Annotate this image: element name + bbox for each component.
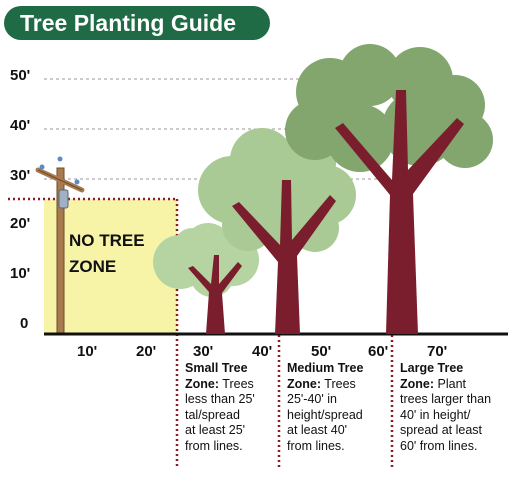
distance-label-70: 70' bbox=[427, 343, 447, 360]
height-label-40: 40' bbox=[10, 117, 30, 134]
large-zone-line-4: 40' in height/ bbox=[400, 407, 471, 422]
height-label-50: 50' bbox=[10, 67, 30, 84]
distance-label-60: 60' bbox=[368, 343, 388, 360]
medium-tree-zone-description: Medium Tree Zone: Trees 25'-40' in heigh… bbox=[287, 361, 387, 454]
utility-pole-icon bbox=[35, 156, 85, 335]
large-zone-line-5: spread at least bbox=[400, 423, 482, 437]
large-zone-line-1: Large Tree bbox=[400, 361, 464, 375]
small-zone-line-1: Small Tree bbox=[185, 361, 248, 375]
large-zone-line-2: Zone: Plant bbox=[400, 376, 466, 391]
distance-label-20: 20' bbox=[136, 343, 156, 360]
medium-zone-line-6: from lines. bbox=[287, 438, 345, 453]
large-tree-icon bbox=[285, 44, 493, 334]
medium-zone-line-5: at least 40' bbox=[287, 423, 348, 437]
small-zone-line-5: at least 25' bbox=[185, 423, 246, 437]
small-zone-line-4: tal/spread bbox=[185, 407, 240, 422]
height-label-30: 30' bbox=[10, 167, 30, 184]
large-tree-zone-description: Large Tree Zone: Plant trees larger than… bbox=[400, 361, 510, 454]
large-zone-line-3: trees larger than bbox=[400, 392, 492, 406]
distance-label-10: 10' bbox=[77, 343, 97, 360]
guide-title: Tree Planting Guide bbox=[4, 6, 270, 40]
medium-zone-line-2: Zone: Trees bbox=[287, 376, 356, 391]
height-label-10: 10' bbox=[10, 265, 30, 282]
medium-zone-line-4: height/spread bbox=[287, 407, 363, 422]
height-label-0: 0 bbox=[20, 315, 28, 332]
height-label-20: 20' bbox=[10, 215, 30, 232]
small-tree-zone-description: Small Tree Zone: Trees less than 25' tal… bbox=[185, 361, 275, 454]
large-zone-line-6: 60' from lines. bbox=[400, 438, 478, 453]
distance-label-50: 50' bbox=[311, 343, 331, 360]
small-zone-line-6: from lines. bbox=[185, 438, 243, 453]
medium-tree-icon bbox=[198, 128, 356, 334]
distance-label-30: 30' bbox=[193, 343, 213, 360]
distance-label-40: 40' bbox=[252, 343, 272, 360]
no-tree-zone-label-1: NO TREE bbox=[69, 231, 145, 250]
small-zone-line-2: Zone: Trees bbox=[185, 376, 254, 391]
small-zone-line-3: less than 25' bbox=[185, 392, 255, 406]
medium-zone-line-3: 25'-40' in bbox=[287, 392, 337, 406]
no-tree-zone-label-2: ZONE bbox=[69, 257, 116, 276]
medium-zone-line-1: Medium Tree bbox=[287, 361, 364, 375]
